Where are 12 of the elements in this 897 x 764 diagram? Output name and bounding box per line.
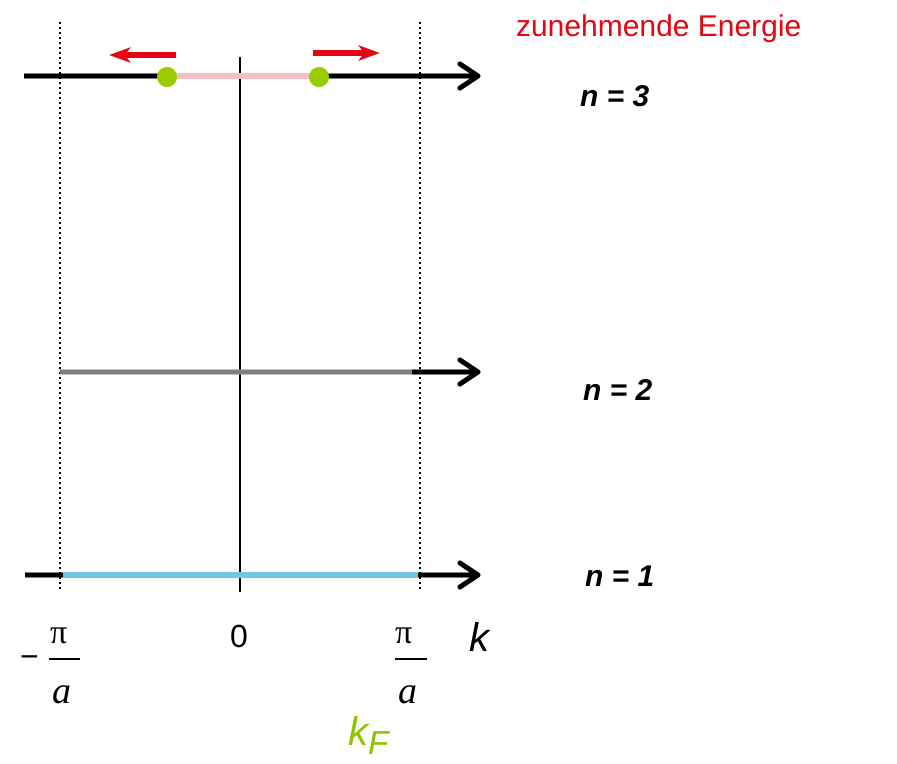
numerator-text: π bbox=[50, 616, 68, 650]
annotation-text: zunehmende Energie bbox=[516, 12, 802, 42]
denominator-text: a bbox=[398, 672, 417, 710]
band-label: n = 1 bbox=[585, 562, 654, 592]
minus-sign: − bbox=[20, 640, 39, 672]
band-label: n = 3 bbox=[580, 82, 650, 112]
band-label: n = 2 bbox=[583, 376, 652, 406]
fermi-wavevector-label: k$_{F}$ bbox=[348, 712, 388, 760]
tick-label: 0 bbox=[230, 620, 248, 652]
axis-label: k bbox=[469, 618, 489, 658]
numerator-text: π bbox=[395, 616, 412, 650]
denominator-text: a bbox=[52, 672, 71, 710]
